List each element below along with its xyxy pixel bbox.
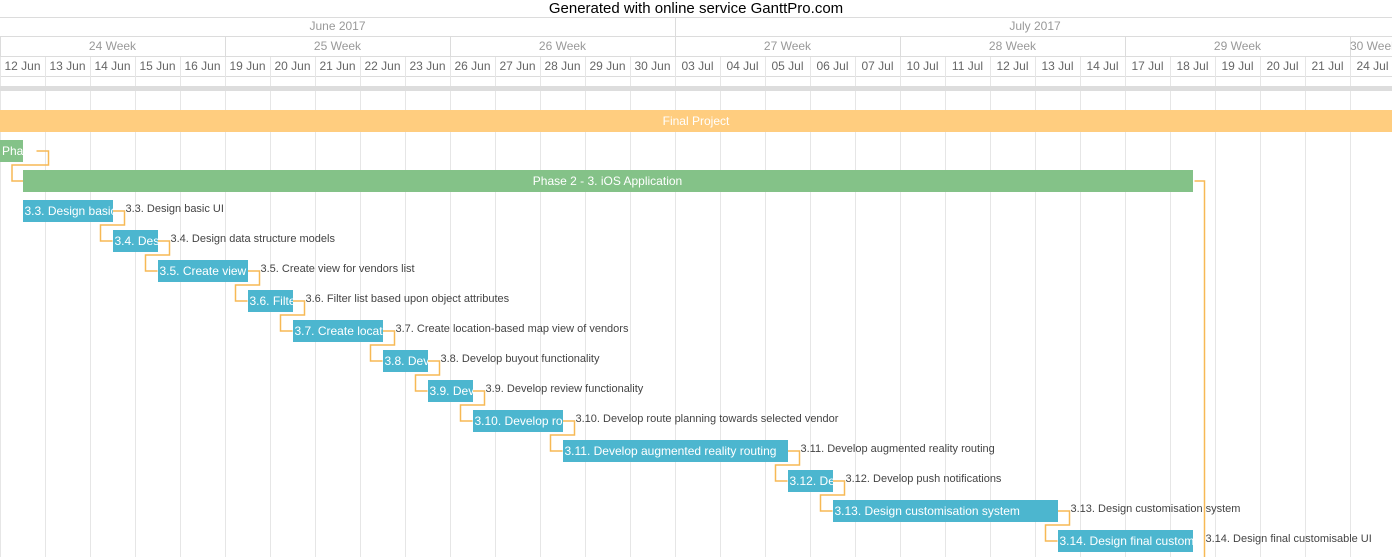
dependency-link	[774, 450, 801, 482]
dependency-link	[144, 240, 171, 272]
day-label: 13 Jul	[1041, 59, 1074, 73]
day-label: 20 Jun	[274, 59, 311, 73]
dependency-link	[11, 150, 50, 182]
day-label: 20 Jul	[1266, 59, 1299, 73]
week-label: 27 Week	[763, 39, 812, 53]
day-label: 22 Jun	[364, 59, 401, 73]
week-label: 24 Week	[88, 39, 137, 53]
task-bar[interactable]: 3.13. Design customisation system	[832, 500, 1058, 522]
dependency-link	[369, 330, 396, 362]
task-side-label: 3.13. Design customisation system	[1070, 503, 1241, 515]
day-label: 11 Jul	[951, 59, 984, 73]
task-side-label: 3.5. Create view for vendors list	[260, 263, 415, 275]
dependency-link	[279, 300, 306, 332]
day-label: 14 Jul	[1086, 59, 1119, 73]
day-label: 24 Jul	[1356, 59, 1389, 73]
day-label: 13 Jun	[49, 59, 86, 73]
chart-title: Generated with online service GanttPro.c…	[548, 0, 844, 17]
dependency-link	[549, 420, 576, 452]
task-side-label: 3.7. Create location-based map view of v…	[395, 323, 629, 335]
dependency-link	[819, 480, 846, 512]
task-side-label: 3.9. Develop review functionality	[485, 383, 644, 395]
month-label: July 2017	[1009, 19, 1061, 33]
day-label: 17 Jul	[1131, 59, 1164, 73]
task-side-label: 3.8. Develop buyout functionality	[440, 353, 600, 365]
week-label: 28 Week	[988, 39, 1037, 53]
task-side-label: 3.12. Develop push notifications	[845, 473, 1002, 485]
day-label: 26 Jun	[454, 59, 491, 73]
task-bar[interactable]: 3.4. Design data structure models	[112, 230, 158, 252]
task-side-label: 3.11. Develop augmented reality routing	[800, 443, 995, 455]
task-bar[interactable]: 3.6. Filter list based upon object attri…	[247, 290, 293, 312]
gantt-chart	[0, 17, 1392, 557]
month-label: June 2017	[309, 19, 366, 33]
task-side-label: 3.3. Design basic UI	[125, 203, 224, 215]
task-side-label: 3.10. Develop route planning towards sel…	[575, 413, 839, 425]
day-label: 07 Jul	[861, 59, 894, 73]
day-label: 21 Jul	[1311, 59, 1344, 73]
dependency-link	[1044, 510, 1071, 542]
gantt-grid	[0, 17, 1392, 557]
timeline-scroll-track[interactable]	[0, 86, 1392, 91]
day-label: 29 Jun	[589, 59, 626, 73]
task-side-label: 3.6. Filter list based upon object attri…	[305, 293, 510, 305]
task-bar[interactable]: 3.11. Develop augmented reality routing	[562, 440, 788, 462]
day-label: 12 Jun	[4, 59, 41, 73]
day-label: 18 Jul	[1176, 59, 1209, 73]
task-bar[interactable]: 3.8. Develop buyout functionality	[382, 350, 428, 372]
day-label: 30 Jun	[634, 59, 671, 73]
day-label: 27 Jun	[499, 59, 536, 73]
day-label: 05 Jul	[771, 59, 804, 73]
task-bar[interactable]: 3.3. Design basic UI	[22, 200, 113, 222]
week-label: 26 Week	[538, 39, 587, 53]
day-label: 19 Jun	[229, 59, 266, 73]
week-label: 30 Week	[1350, 39, 1392, 53]
day-label: 12 Jul	[996, 59, 1029, 73]
day-label: 28 Jun	[544, 59, 581, 73]
week-label: 25 Week	[313, 39, 362, 53]
task-side-label: 3.4. Design data structure models	[170, 233, 335, 245]
phase-bar[interactable]: Phase 1	[0, 140, 23, 162]
day-label: 10 Jul	[906, 59, 939, 73]
day-label: 19 Jul	[1221, 59, 1254, 73]
dependency-link	[99, 210, 126, 242]
day-label: 14 Jun	[94, 59, 131, 73]
project-bar[interactable]: Final Project	[0, 110, 1392, 132]
day-label: 06 Jul	[816, 59, 849, 73]
task-bar[interactable]: 3.5. Create view for vendors list	[157, 260, 248, 282]
week-label: 29 Week	[1213, 39, 1262, 53]
dependency-link	[1194, 180, 1206, 557]
dependency-link	[459, 390, 486, 422]
day-label: 03 Jul	[681, 59, 714, 73]
day-label: 23 Jun	[409, 59, 446, 73]
task-bar[interactable]: 3.14. Design final customisable UI	[1057, 530, 1193, 552]
day-label: 15 Jun	[139, 59, 176, 73]
phase-bar[interactable]: Phase 2 - 3. iOS Application	[22, 170, 1193, 192]
day-label: 21 Jun	[319, 59, 356, 73]
task-bar[interactable]: 3.12. Develop push notifications	[787, 470, 833, 492]
task-bar[interactable]: 3.9. Develop review functionality	[427, 380, 473, 402]
day-label: 04 Jul	[726, 59, 759, 73]
task-side-label: 3.14. Design final customisable UI	[1205, 533, 1372, 545]
task-bar[interactable]: 3.10. Develop route planning towards sel…	[472, 410, 563, 432]
task-bar[interactable]: 3.7. Create location-based map view of v…	[292, 320, 383, 342]
dependency-link	[234, 270, 261, 302]
dependency-link	[414, 360, 441, 392]
day-label: 16 Jun	[184, 59, 221, 73]
